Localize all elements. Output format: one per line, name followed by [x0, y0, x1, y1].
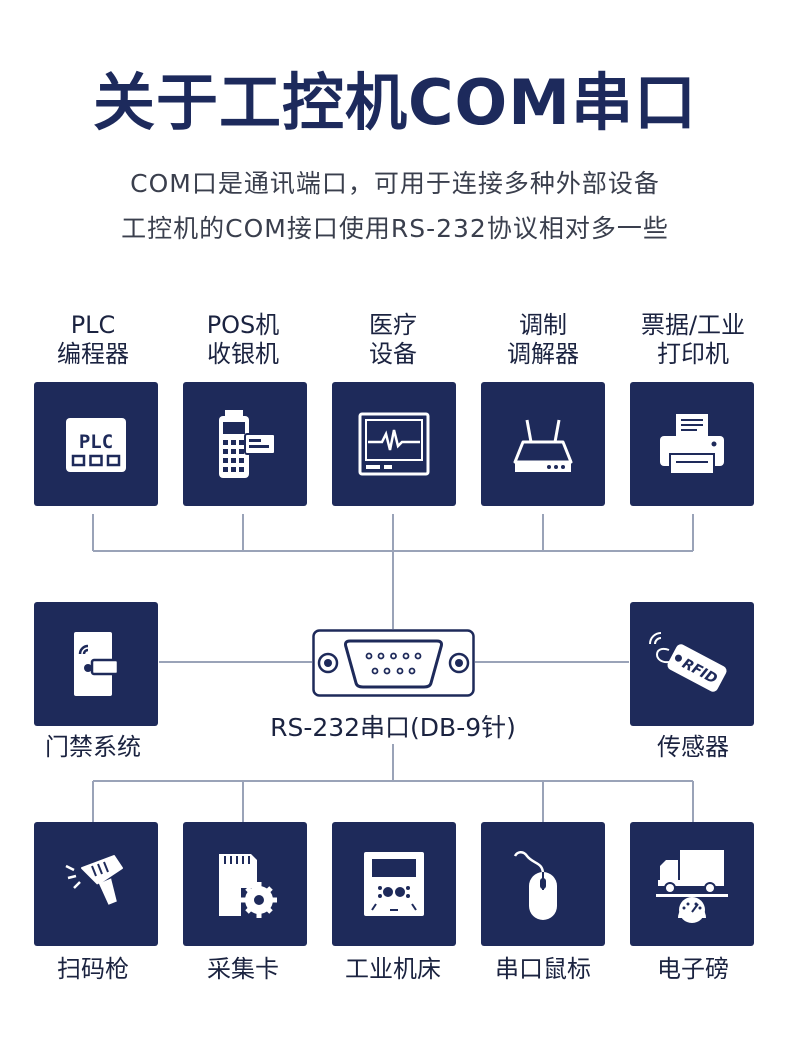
- label-plc: PLC 编程器: [13, 311, 173, 369]
- label-line-1: 医疗: [369, 311, 417, 339]
- subtitle-line-2: 工控机的COM接口使用RS-232协议相对多一些: [121, 214, 669, 243]
- device-access-control: [34, 602, 158, 726]
- label-line-2: 打印机: [657, 340, 729, 368]
- barcode-scanner-icon: [65, 855, 123, 908]
- label-truck-scale: 电子磅: [657, 955, 729, 983]
- device-sensor: RFID: [630, 602, 754, 726]
- router-modem-icon: [513, 419, 573, 472]
- label-line-1: 票据/工业: [640, 311, 746, 339]
- access-control-icon: [74, 632, 120, 696]
- label-line-1: POS机: [206, 311, 280, 339]
- label-scanner: 扫码枪: [57, 955, 129, 983]
- truck-scale-icon: [656, 850, 728, 923]
- label-line-1: 调制: [519, 311, 567, 339]
- label-line-2: 收银机: [207, 340, 279, 368]
- device-machine-tool: [332, 822, 456, 946]
- label-line-2: 编程器: [57, 340, 129, 368]
- label-machine-tool: 工业机床: [345, 955, 441, 983]
- medical-monitor-icon: [358, 412, 430, 476]
- page-title: 关于工控机COM串口: [93, 66, 697, 139]
- label-sensor: 传感器: [657, 733, 729, 761]
- label-line-1: PLC: [70, 311, 116, 339]
- label-line-2: 调解器: [507, 340, 579, 368]
- machine-panel-icon: [364, 852, 424, 916]
- svg-text:PLC: PLC: [79, 431, 113, 453]
- pos-terminal-icon: [219, 410, 276, 478]
- device-modem: [481, 382, 605, 506]
- subtitle-line-1: COM口是通讯端口，可用于连接多种外部设备: [130, 169, 660, 198]
- device-pos: [183, 382, 307, 506]
- label-modem: 调制 调解器: [463, 311, 623, 369]
- device-serial-mouse: [481, 822, 605, 946]
- label-medical: 医疗 设备: [313, 311, 473, 369]
- rfid-tag-icon: RFID: [649, 632, 727, 692]
- label-capture-card: 采集卡: [207, 955, 279, 983]
- device-scanner: [34, 822, 158, 946]
- device-truck-scale: [630, 822, 754, 946]
- db9-connector-icon: [312, 629, 475, 697]
- label-pos: POS机 收银机: [163, 311, 323, 369]
- label-printer: 票据/工业 打印机: [613, 311, 773, 369]
- device-plc: PLC: [34, 382, 158, 506]
- memory-card-icon: [219, 854, 277, 918]
- device-printer: [630, 382, 754, 506]
- label-serial-mouse: 串口鼠标: [495, 955, 591, 983]
- mouse-icon: [513, 851, 557, 920]
- printer-icon: [660, 414, 724, 475]
- label-access-control: 门禁系统: [45, 733, 141, 761]
- device-capture-card: [183, 822, 307, 946]
- connector-label: RS-232串口(DB-9针): [270, 713, 516, 742]
- device-medical: [332, 382, 456, 506]
- label-line-2: 设备: [369, 340, 417, 368]
- plc-icon: PLC: [66, 418, 126, 472]
